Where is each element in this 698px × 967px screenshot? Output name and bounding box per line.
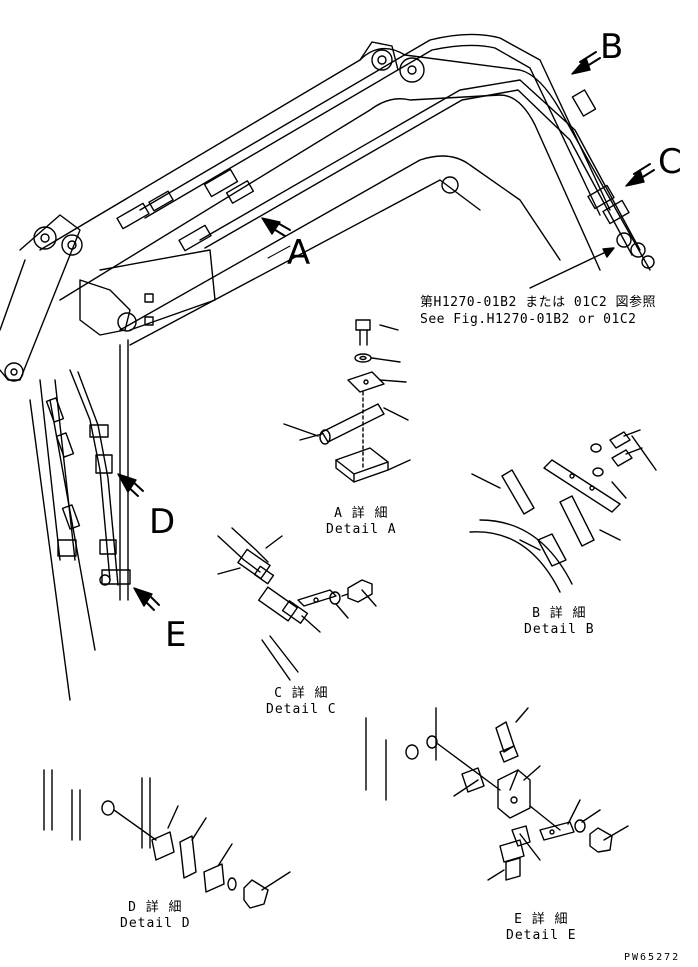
view-label-b: B (600, 27, 624, 67)
detail-e-caption: E 詳 細 Detail E (506, 912, 577, 944)
view-label-d: D (149, 502, 176, 542)
reference-note-en: See Fig.H1270-01B2 or 01C2 (420, 312, 637, 327)
detail-e-caption-jp: E 詳 細 (514, 912, 569, 927)
detail-b-caption: B 詳 細 Detail B (524, 606, 595, 638)
reference-note: 第H1270-01B2 または 01C2 図参照 See Fig.H1270-0… (420, 294, 656, 328)
view-label-a: A (287, 233, 311, 273)
detail-d-caption-jp: D 詳 細 (128, 900, 183, 915)
detail-a-caption-en: Detail A (326, 522, 397, 537)
reference-note-jp: 第H1270-01B2 または 01C2 図参照 (420, 295, 657, 310)
view-arrow-d (117, 473, 144, 497)
view-arrow-a (261, 217, 291, 259)
boom-assembly (0, 33, 655, 701)
reference-leader-line (529, 247, 615, 289)
detail-e-caption-en: Detail E (506, 928, 577, 943)
detail-c-drawing (217, 527, 377, 681)
detail-c-caption-jp: C 詳 細 (274, 686, 329, 701)
view-arrow-c (625, 163, 655, 187)
drawing-code: PW65272 (624, 952, 681, 963)
detail-c-caption-en: Detail C (266, 702, 337, 717)
detail-a-caption-jp: A 詳 細 (334, 506, 389, 521)
detail-b-caption-en: Detail B (524, 622, 595, 637)
view-arrow-b (571, 51, 601, 75)
detail-c-caption: C 詳 細 Detail C (266, 686, 337, 718)
detail-b-drawing (469, 429, 657, 593)
view-label-c: C (658, 142, 682, 182)
detail-d-drawing (43, 769, 291, 909)
detail-d-caption-en: Detail D (120, 916, 191, 931)
detail-d-caption: D 詳 細 Detail D (120, 900, 191, 932)
detail-b-caption-jp: B 詳 細 (532, 606, 587, 621)
detail-a-caption: A 詳 細 Detail A (326, 506, 397, 538)
view-label-e: E (165, 615, 187, 655)
detail-a-drawing (283, 319, 411, 483)
detail-e-drawing (365, 707, 629, 881)
view-arrow-e (133, 587, 160, 611)
